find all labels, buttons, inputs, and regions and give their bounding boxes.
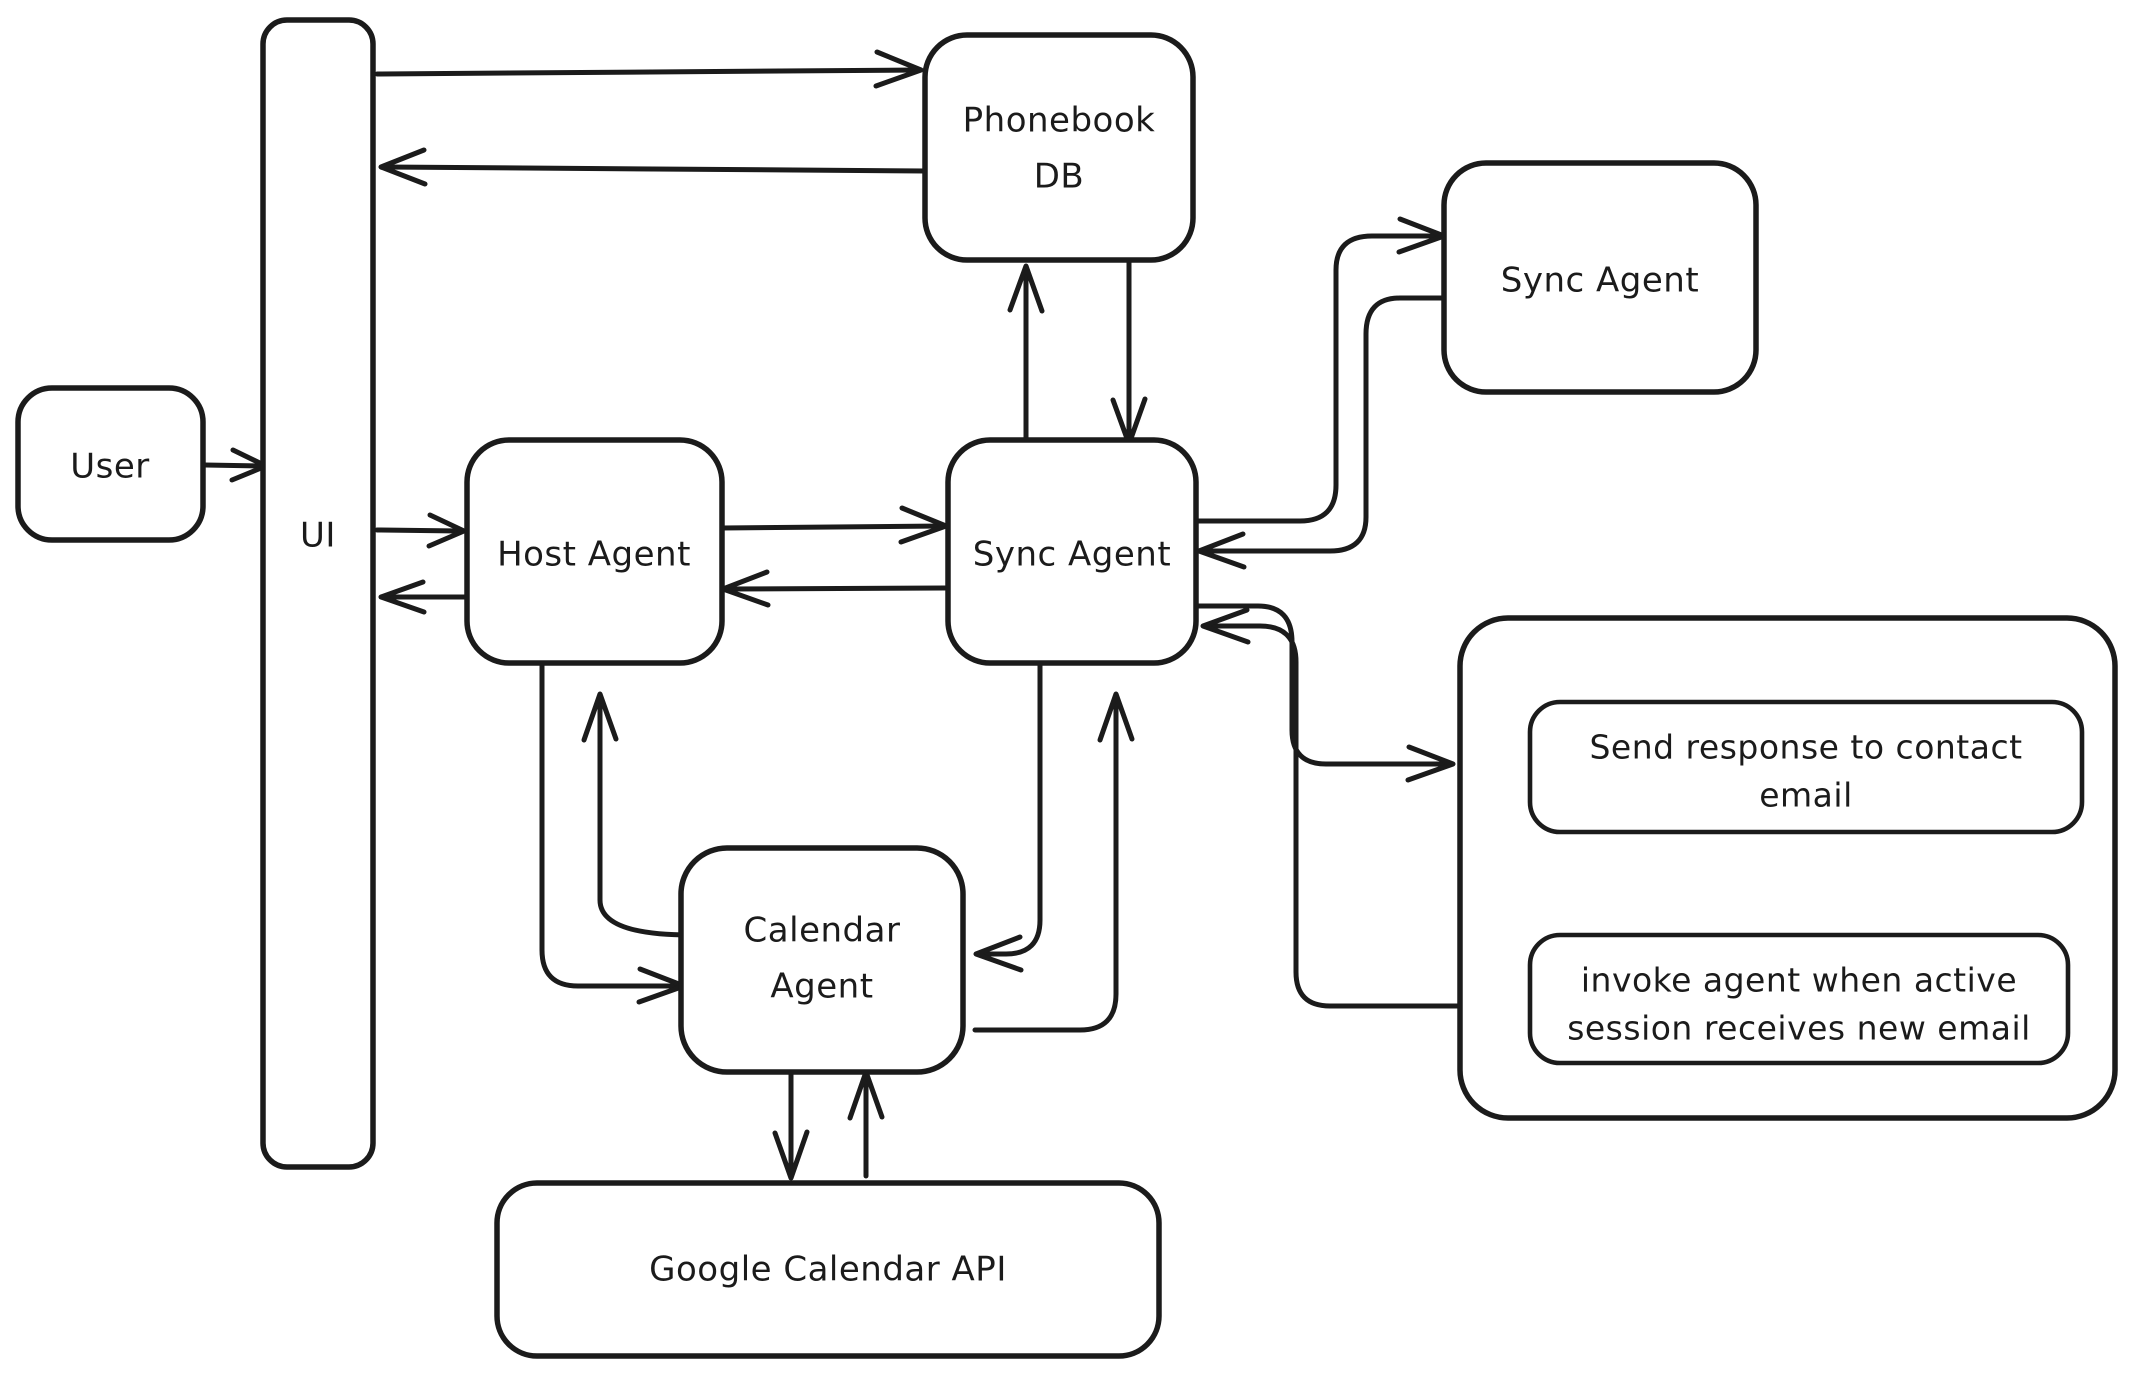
sync-agent-label: Sync Agent [973,535,1171,575]
node-user[interactable]: User [15,385,206,543]
node-google-calendar-api[interactable]: Google Calendar API [494,1180,1162,1359]
edge-phonebook-db-to-sync-agent [1110,259,1148,447]
user-box[interactable] [15,385,206,543]
google-calendar-api-label: Google Calendar API [649,1250,1007,1290]
ui-label: UI [300,516,336,556]
node-invoke-agent[interactable]: invoke agent when active session receive… [1527,932,2071,1066]
calendar-agent-box[interactable] [678,845,966,1075]
invoke-agent-label-line-2: session receives new email [1567,1009,2031,1048]
edge-invoke-agent-to-sync-agent [1200,607,1465,1009]
node-host-agent[interactable]: Host Agent [464,437,725,666]
sync-agent-2-box[interactable] [1441,160,1759,395]
edge-ui-to-phonebook-db [374,49,924,89]
google-calendar-api-box[interactable] [494,1180,1162,1359]
ui-box[interactable] [260,17,376,1170]
user-label: User [70,447,150,487]
node-send-response[interactable]: Send response to contact email [1527,699,2085,835]
send-response-label-line-2: email [1759,776,1853,815]
node-ui[interactable]: UI [260,17,376,1170]
node-sync-agent-2[interactable]: Sync Agent [1441,160,1759,395]
send-response-box[interactable] [1527,699,2085,835]
node-calendar-agent[interactable]: Calendar Agent [678,845,966,1075]
edge-phonebook-db-to-ui [378,147,928,187]
calendar-agent-label-line-1: Calendar [744,911,901,951]
send-response-label-line-1: Send response to contact [1589,728,2022,767]
phonebook-db-box[interactable] [922,32,1196,263]
invoke-agent-label-line-1: invoke agent when active [1581,961,2017,1000]
edge-calendar-agent-to-google-calendar-api [772,1069,810,1181]
host-agent-box[interactable] [464,437,725,666]
edge-calendar-agent-to-host-agent [581,691,693,938]
edge-ui-to-host-agent [374,512,467,549]
sync-agent-2-label: Sync Agent [1501,261,1699,301]
edge-sync-agent-to-send-response [1194,603,1456,783]
invoke-agent-box[interactable] [1527,932,2071,1066]
phonebook-db-label-line-2: DB [1034,157,1085,197]
edge-host-agent-to-ui [378,579,470,615]
edge-google-calendar-api-to-calendar-agent [847,1069,885,1179]
edge-sync-agent-to-calendar-agent [973,661,1043,973]
node-phonebook-db[interactable]: Phonebook DB [922,32,1196,263]
edge-sync-agent-to-sync-agent-2 [1194,216,1447,524]
edge-user-to-ui [202,447,269,483]
host-agent-label: Host Agent [497,535,691,575]
edge-sync-agent-to-phonebook-db [1007,263,1045,453]
edge-sync-agent-2-to-sync-agent [1196,295,1447,570]
node-layer: User UI Phonebook DB Host Agent Sync [15,17,2118,1359]
edge-calendar-agent-to-sync-agent [972,691,1135,1033]
edge-sync-agent-to-host-agent [720,569,948,608]
edge-layer [202,49,1465,1181]
node-tools-group: Send response to contact email invoke ag… [1457,615,2118,1121]
edge-host-agent-to-calendar-agent [539,661,687,1005]
phonebook-db-label-line-1: Phonebook [963,101,1156,141]
node-sync-agent[interactable]: Sync Agent [945,437,1199,666]
sync-agent-box[interactable] [945,437,1199,666]
edge-host-agent-to-sync-agent [719,505,949,545]
calendar-agent-label-line-2: Agent [770,967,873,1007]
